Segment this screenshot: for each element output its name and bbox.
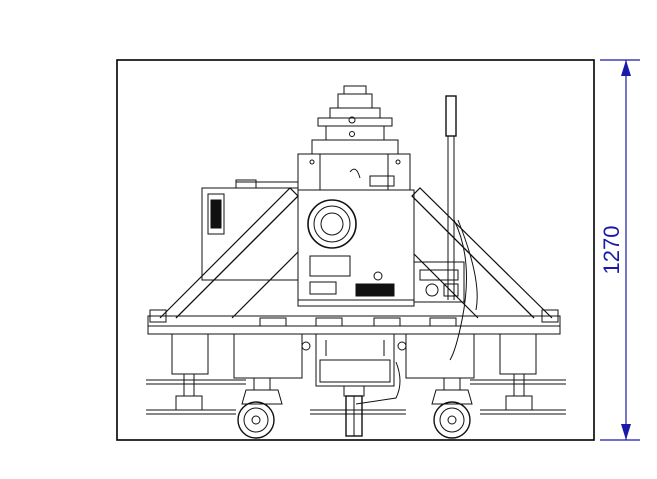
height-dimension: 1270 [599,59,640,441]
top-spindle [311,85,399,155]
under-pods [171,333,537,405]
caster-wheel-center [343,385,365,437]
dimension-arrow-top [621,60,631,76]
upper-housing [297,153,411,191]
caster-wheel-right [431,377,473,439]
main-housing [297,189,415,307]
dimension-value: 1270 [599,226,624,275]
dimension-arrow-bottom [621,424,631,440]
drawing-frame [116,59,595,441]
caster-wheel-left [237,377,283,439]
leveling-pads [146,373,566,415]
machine-front-view [146,85,566,439]
frame-struts [159,187,553,319]
base-platform [147,309,561,335]
right-control-panel [413,261,465,303]
lever-handle [445,95,478,361]
